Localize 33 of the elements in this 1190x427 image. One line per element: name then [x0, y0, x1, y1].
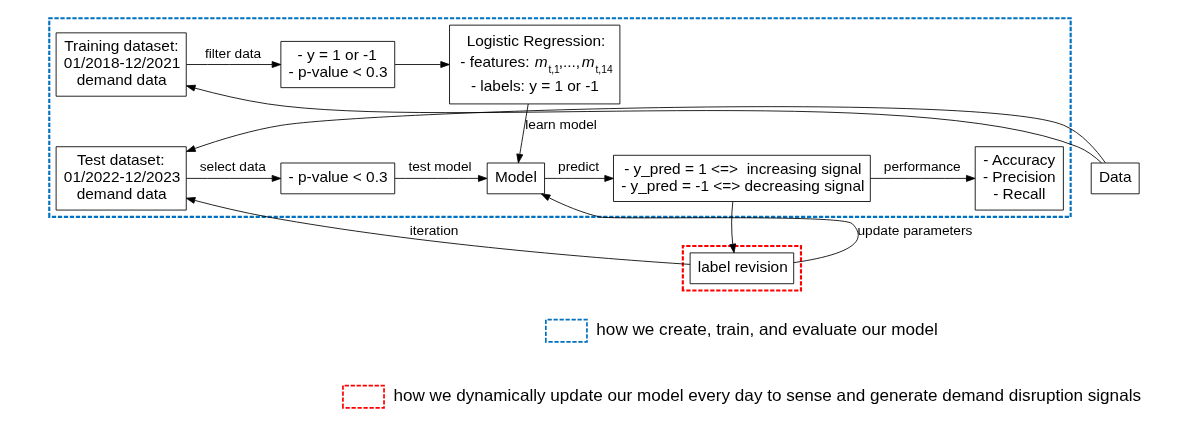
legend-label: how we create, train, and evaluate our model	[595, 320, 938, 340]
edge-label: learn model	[524, 116, 597, 132]
node-box: - p-value < 0.3	[279, 162, 395, 195]
edge-label: test model	[407, 159, 472, 175]
node-box: - y_pred = 1 <=> increasing signal - y_pred = -1 <=> decreasing signal	[612, 154, 871, 202]
node-box: - Accuracy - Precision - Recall	[974, 146, 1064, 211]
arrow	[185, 106, 1106, 164]
edge-label: select data	[199, 159, 266, 175]
arrow	[869, 174, 975, 182]
node-box: - y = 1 or -1 - p-value < 0.3	[279, 41, 395, 89]
edge-label: performance	[883, 159, 961, 175]
node-box: Test dataset: 01/2022-12/2023 demand data	[55, 146, 187, 211]
arrow	[185, 197, 690, 265]
edge-label: predict	[557, 159, 599, 175]
arrow	[728, 201, 736, 254]
node-box: Training dataset: 01/2018-12/2021 demand data	[55, 32, 187, 97]
arrow	[543, 174, 614, 182]
node-box: Logistic Regression: - features: m$_{t,1}$,...,m$_{t,14}$ - labels: y = 1 or -1	[448, 24, 620, 105]
arrow	[185, 174, 281, 182]
edge-label: iteration	[409, 222, 458, 238]
edge-label: update parameters	[856, 222, 972, 238]
edge-label: filter data	[204, 45, 261, 61]
arrow	[185, 61, 281, 68]
node-box: Data	[1090, 162, 1140, 195]
arrow	[185, 84, 1102, 164]
node-box: label revision	[689, 252, 794, 285]
node-box: Model	[486, 162, 545, 195]
arrow	[393, 174, 487, 182]
legend-label: how we dynamically update our model every day to sense and generate demand disruption signals	[392, 386, 1141, 405]
arrow	[515, 103, 529, 164]
arrow	[540, 193, 859, 264]
arrow	[394, 61, 450, 68]
cluster	[47, 17, 1072, 218]
